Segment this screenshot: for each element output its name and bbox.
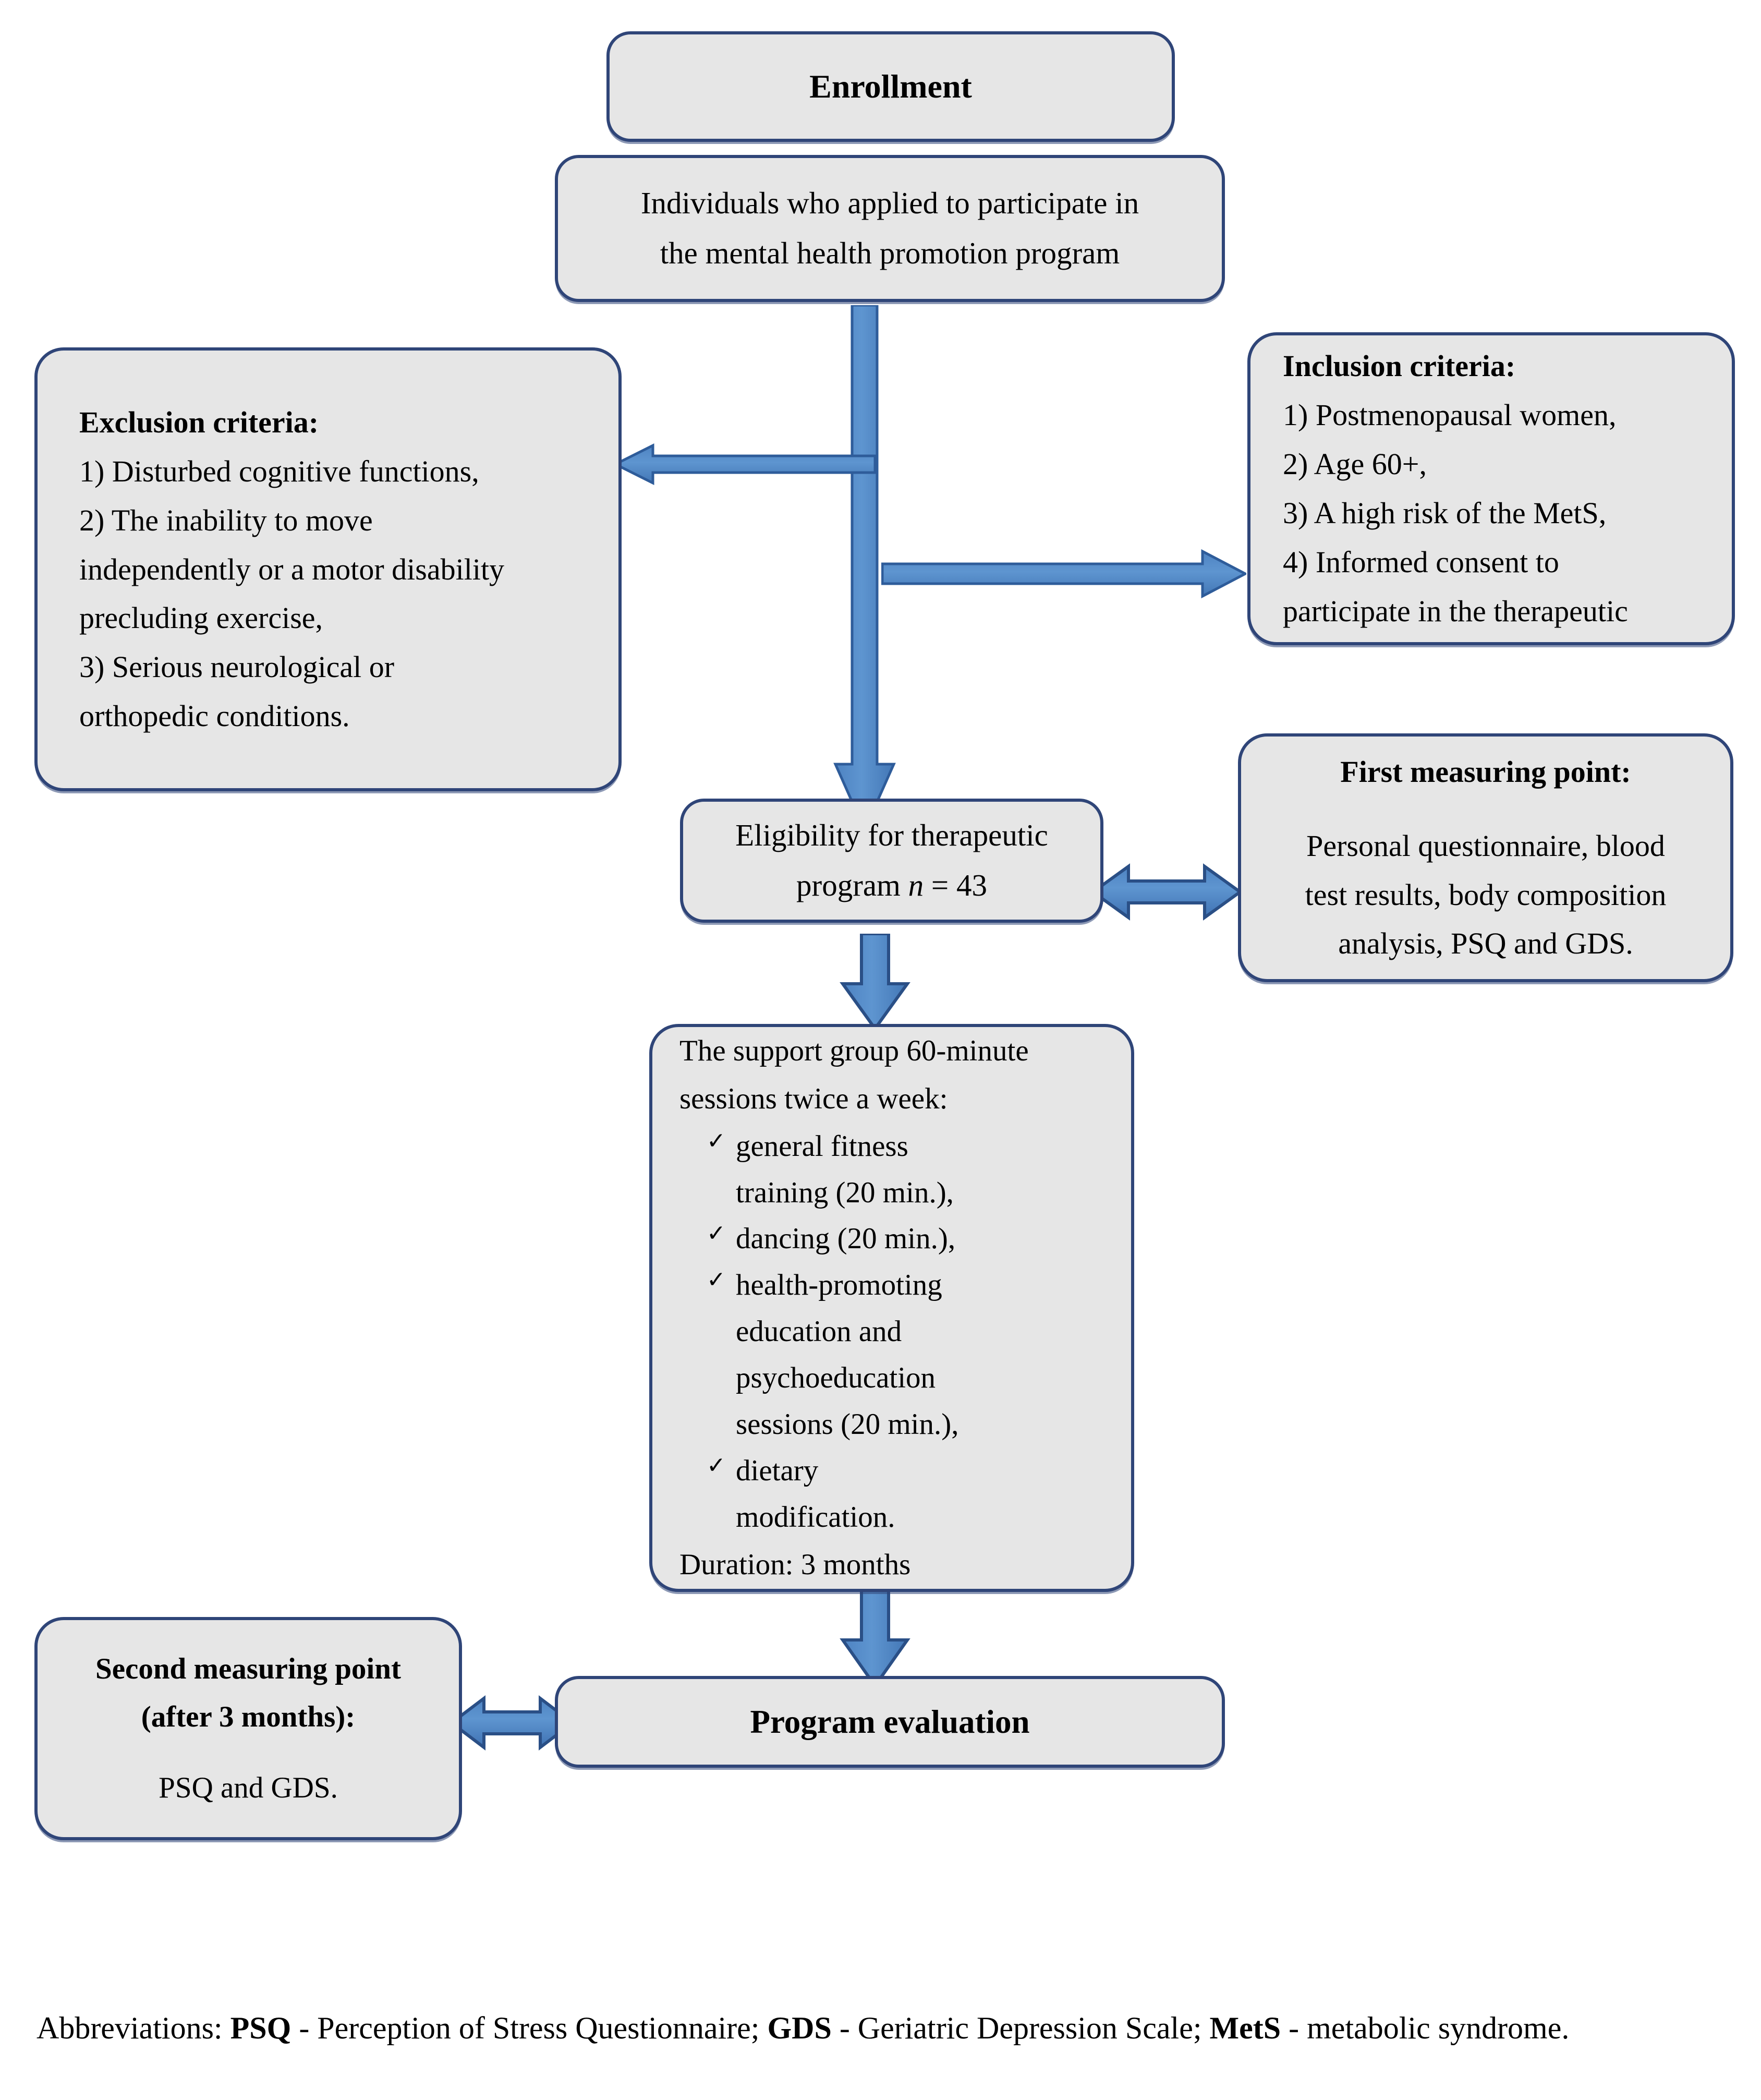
box-support-group[interactable]: The support group 60-minute sessions twi… — [649, 1024, 1134, 1592]
eligibility-program-word: program — [796, 868, 908, 902]
support-group-activity-list: ✓ general fitness training (20 min.), ✓ … — [679, 1124, 1104, 1541]
caption-abbr-psq: PSQ — [230, 2011, 292, 2045]
first-measuring-point-text: First measuring point: Personal question… — [1241, 747, 1730, 969]
caption-abbr-gds: GDS — [767, 2011, 832, 2045]
eligibility-n-value: = 43 — [924, 868, 987, 902]
enrollment-title: Enrollment — [809, 68, 972, 105]
list-item-line: modification. — [736, 1500, 895, 1534]
second-measuring-point-line-2: (after 3 months): — [141, 1700, 356, 1733]
arrow-to-inclusion-criteria — [881, 545, 1246, 602]
list-item-line: education and — [736, 1315, 902, 1348]
list-item-line: sessions (20 min.), — [736, 1408, 959, 1441]
inclusion-criteria-item: 2) Age 60+, — [1283, 447, 1427, 481]
list-item-label: dancing (20 min.), — [736, 1216, 1104, 1262]
box-first-measuring-point[interactable]: First measuring point: Personal question… — [1238, 733, 1733, 982]
exclusion-criteria-item: 1) Disturbed cognitive functions, — [79, 454, 479, 488]
inclusion-criteria-item: participate in the therapeutic — [1283, 594, 1628, 628]
spacer — [60, 1741, 436, 1764]
second-measuring-point-text: Second measuring point (after 3 months):… — [38, 1645, 459, 1813]
first-measuring-point-line-3: analysis, PSQ and GDS. — [1338, 926, 1633, 961]
caption-abbr-mets: MetS — [1209, 2011, 1281, 2045]
applicants-line-1: Individuals who applied to participate i… — [640, 186, 1139, 221]
check-icon: ✓ — [707, 1220, 726, 1247]
inclusion-criteria-item: 3) A high risk of the MetS, — [1283, 496, 1607, 530]
box-exclusion-criteria[interactable]: Exclusion criteria: 1) Disturbed cogniti… — [34, 347, 622, 791]
list-item-line: dancing (20 min.), — [736, 1222, 956, 1256]
box-program-evaluation[interactable]: Program evaluation — [555, 1676, 1225, 1768]
exclusion-criteria-item: 2) The inability to move — [79, 503, 373, 537]
exclusion-criteria-heading: Exclusion criteria: — [79, 405, 319, 439]
first-measuring-point-line-2: test results, body composition — [1305, 877, 1667, 912]
eligibility-n-symbol: n — [908, 868, 924, 902]
list-item: ✓ health-promoting education and psychoe… — [679, 1262, 1104, 1448]
arrow-applicants-to-eligibility — [833, 305, 896, 832]
inclusion-criteria-item: 1) Postmenopausal women, — [1283, 398, 1617, 432]
caption-abbr-psq-meaning: - Perception of Stress Questionnaire; — [291, 2011, 768, 2045]
box-enrollment[interactable]: Enrollment — [606, 31, 1175, 142]
support-group-text: The support group 60-minute sessions twi… — [652, 1027, 1131, 1589]
inclusion-criteria-text: Inclusion criteria: 1) Postmenopausal wo… — [1250, 342, 1732, 636]
caption-lead: Abbreviations: — [37, 2011, 230, 2045]
exclusion-criteria-item: orthopedic conditions. — [79, 699, 350, 733]
check-icon: ✓ — [707, 1452, 726, 1479]
applicants-line-2: the mental health promotion program — [660, 236, 1120, 270]
list-item-line: dietary — [736, 1454, 819, 1487]
caption-abbr-mets-meaning: - metabolic syndrome. — [1281, 2011, 1570, 2045]
check-icon: ✓ — [707, 1266, 726, 1294]
spacer — [1269, 796, 1702, 822]
list-item-line: psychoeducation — [736, 1361, 936, 1395]
eligibility-text: Eligibility for therapeutic program n = … — [683, 811, 1100, 910]
arrow-to-exclusion-criteria — [615, 438, 876, 490]
list-item-line: training (20 min.), — [736, 1176, 954, 1209]
exclusion-criteria-item: precluding exercise, — [79, 601, 323, 635]
support-group-duration: Duration: 3 months — [679, 1548, 911, 1581]
first-measuring-point-line-1: Personal questionnaire, blood — [1306, 828, 1665, 863]
first-measuring-point-heading: First measuring point: — [1340, 754, 1631, 789]
caption-abbr-gds-meaning: - Geriatric Depression Scale; — [831, 2011, 1210, 2045]
list-item: ✓ dietary modification. — [679, 1448, 1104, 1541]
list-item: ✓ dancing (20 min.), — [679, 1216, 1104, 1262]
exclusion-criteria-text: Exclusion criteria: 1) Disturbed cogniti… — [38, 398, 618, 741]
box-applicants[interactable]: Individuals who applied to participate i… — [555, 155, 1225, 302]
list-item-line: general fitness — [736, 1129, 908, 1163]
inclusion-criteria-heading: Inclusion criteria: — [1283, 349, 1516, 383]
list-item: ✓ general fitness training (20 min.), — [679, 1124, 1104, 1216]
second-measuring-point-line-3: PSQ and GDS. — [159, 1771, 338, 1805]
check-icon: ✓ — [707, 1127, 726, 1154]
list-item-label: dietary modification. — [736, 1448, 1104, 1541]
list-item-label: general fitness training (20 min.), — [736, 1124, 1104, 1216]
eligibility-line-1: Eligibility for therapeutic — [735, 818, 1048, 853]
exclusion-criteria-item: independently or a motor disability — [79, 552, 505, 586]
arrow-support-group-to-program-evaluation — [839, 1586, 912, 1687]
eligibility-line-2: program n = 43 — [707, 861, 1076, 911]
support-group-intro-line-2: sessions twice a week: — [679, 1082, 948, 1116]
applicants-text: Individuals who applied to participate i… — [558, 178, 1222, 278]
box-second-measuring-point[interactable]: Second measuring point (after 3 months):… — [34, 1617, 462, 1840]
box-inclusion-criteria[interactable]: Inclusion criteria: 1) Postmenopausal wo… — [1247, 332, 1735, 645]
support-group-intro-line-1: The support group 60-minute — [679, 1034, 1029, 1067]
program-evaluation-label: Program evaluation — [750, 1703, 1030, 1740]
exclusion-criteria-item: 3) Serious neurological or — [79, 650, 395, 684]
arrow-eligibility-first-measuring-point — [1091, 858, 1242, 926]
box-eligibility[interactable]: Eligibility for therapeutic program n = … — [680, 799, 1103, 923]
second-measuring-point-line-1: Second measuring point — [95, 1652, 401, 1685]
list-item-line: health-promoting — [736, 1269, 942, 1302]
arrow-eligibility-to-support-group — [839, 934, 912, 1030]
inclusion-criteria-item: 4) Informed consent to — [1283, 545, 1559, 579]
list-item-label: health-promoting education and psychoedu… — [736, 1262, 1104, 1448]
abbreviations-caption: Abbreviations: PSQ - Perception of Stres… — [37, 2003, 1731, 2054]
